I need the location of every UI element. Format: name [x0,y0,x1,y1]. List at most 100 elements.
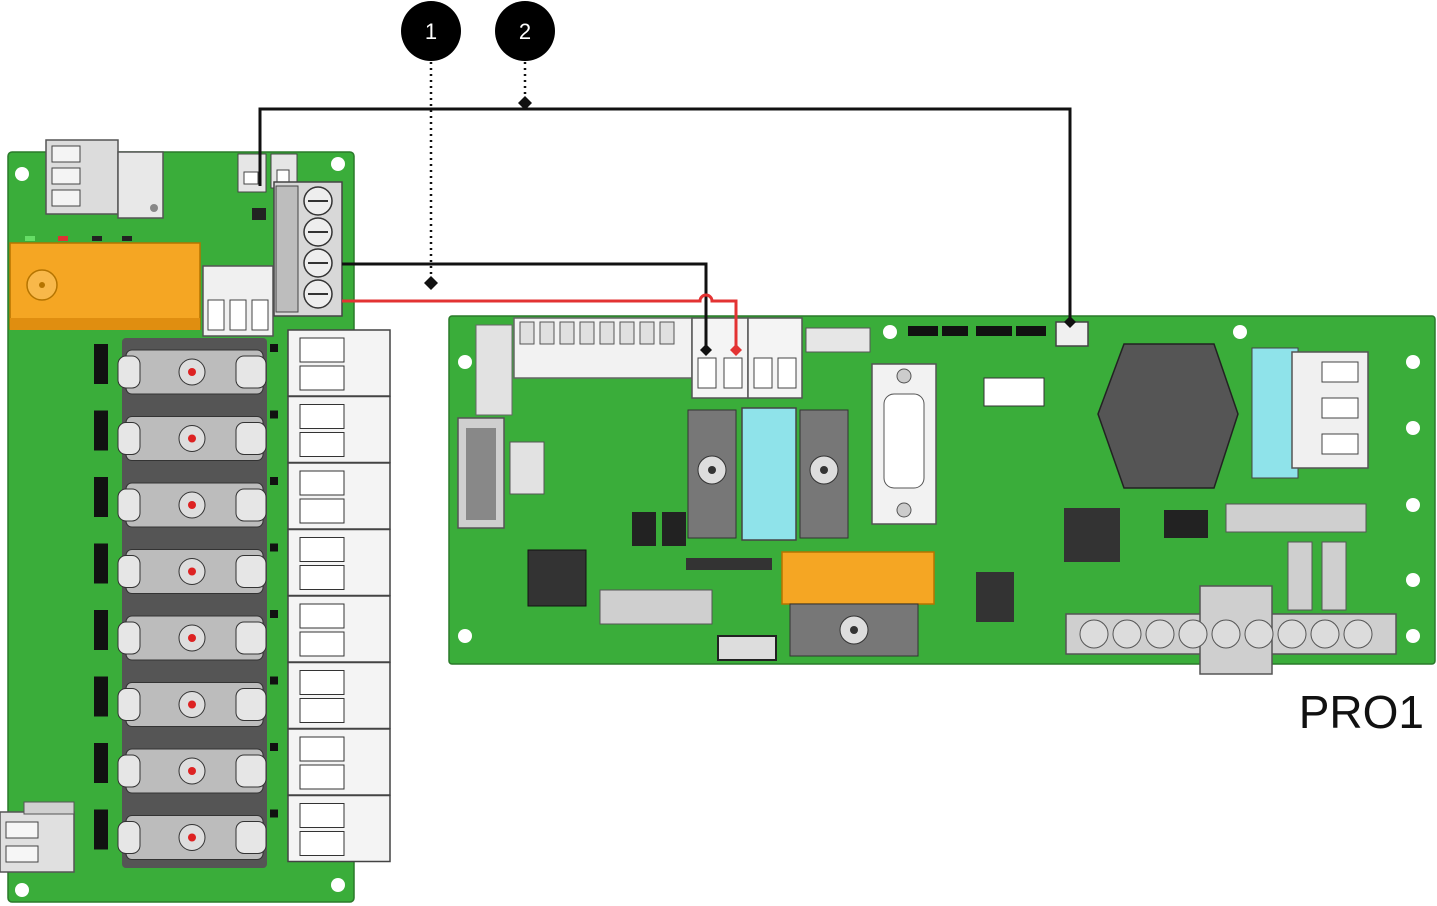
io-pin [1244,619,1274,649]
mount-hole [15,883,29,897]
relay-channel [117,416,267,461]
bottom-left-connector [0,801,75,873]
wire-endpoint [1064,316,1076,328]
io-pin [1112,619,1142,649]
mount-hole [458,629,472,643]
output-terminal [287,661,391,730]
mount-hole [331,157,345,171]
pin-header [94,610,278,650]
mount-hole [1406,421,1420,435]
opto-chip [662,512,686,546]
callout-2: 2 [495,1,555,110]
regulator-bottom [789,603,919,657]
mount-hole [1406,629,1420,643]
fuse-connector [202,265,274,337]
wire-endpoint [700,344,712,356]
mount-hole [1406,573,1420,587]
wire-1-black [342,262,708,350]
pin-header [94,676,278,717]
output-terminal [287,395,391,464]
io-pin [1178,619,1208,649]
relay-rows [117,349,267,860]
output-terminal [287,329,391,397]
mount-hole [15,167,29,181]
fuse [1287,541,1313,611]
side-header [475,324,513,416]
relay-channel [117,748,267,794]
relay-channel [117,549,267,594]
top-terminal-strip [513,317,693,379]
pin-header [94,410,278,451]
callout-2-anchor [518,96,532,110]
output-terminal [287,728,391,796]
relay-channel [117,682,267,727]
relay-channel [117,815,267,860]
io-pin [1079,619,1109,649]
pro1-board-label: PRO1 [1299,686,1424,738]
callout-1-badge [401,1,461,61]
small-connector [509,441,545,495]
analog-input-terminal [691,317,749,399]
small-header [805,327,871,353]
mount-hole [1233,325,1247,339]
wire-1-red [342,293,738,350]
pin-header [94,809,278,850]
supply-terminal [1251,347,1369,479]
wire-2-black [258,107,1072,322]
output-terminal [287,794,391,863]
pin-header [94,477,278,517]
mount-hole [1406,498,1420,512]
dip-switch [599,589,713,625]
callout-1: 1 [401,1,461,290]
bottom-connector-black [717,635,777,661]
backup-battery [1097,343,1239,489]
output-terminals [287,329,391,863]
io-pin [1277,619,1307,649]
db9-serial-port [871,363,937,525]
relay-channel [117,482,267,528]
relay-channel [117,615,267,661]
mount-hole [1406,355,1420,369]
pro1-relay [781,551,935,605]
capacitor-blue [741,407,797,541]
pro1-controller-board: PRO1 [448,315,1436,738]
small-ic [1164,510,1208,538]
fuse [1321,541,1347,611]
output-terminal [287,462,391,530]
io-pin [1310,619,1340,649]
relay-channel-stack [122,338,267,868]
output-terminal [287,595,391,663]
regulator-right [799,409,849,539]
mount-hole [458,355,472,369]
pin-header [94,543,278,584]
relay-channel [117,349,267,395]
wires [258,107,1076,356]
power-ic [976,572,1014,622]
fuse-holder [1225,503,1367,533]
power-terminal-block [45,139,164,219]
power-ic [1064,508,1120,562]
io-pin [1211,619,1241,649]
left-expansion-board [0,139,391,903]
callout-2-label: 2 [519,19,531,44]
opto-chip [632,512,656,546]
mount-hole [331,878,345,892]
wire-endpoint [730,344,742,356]
pin-headers [94,344,278,850]
microcontroller [527,549,587,607]
small-chip [983,377,1045,407]
regulator-left [687,409,737,539]
jumper-pads [908,326,1046,336]
io-pins [1079,619,1373,649]
mount-hole [883,325,897,339]
orange-relay [9,242,201,330]
callout-2-badge [495,1,555,61]
pin-header [94,743,278,783]
callout-1-label: 1 [425,19,437,44]
screw-terminal-block [273,181,343,317]
pin-strip [686,558,772,570]
secondary-terminal [747,317,803,399]
pin-header [94,344,278,384]
output-terminal [287,528,391,597]
